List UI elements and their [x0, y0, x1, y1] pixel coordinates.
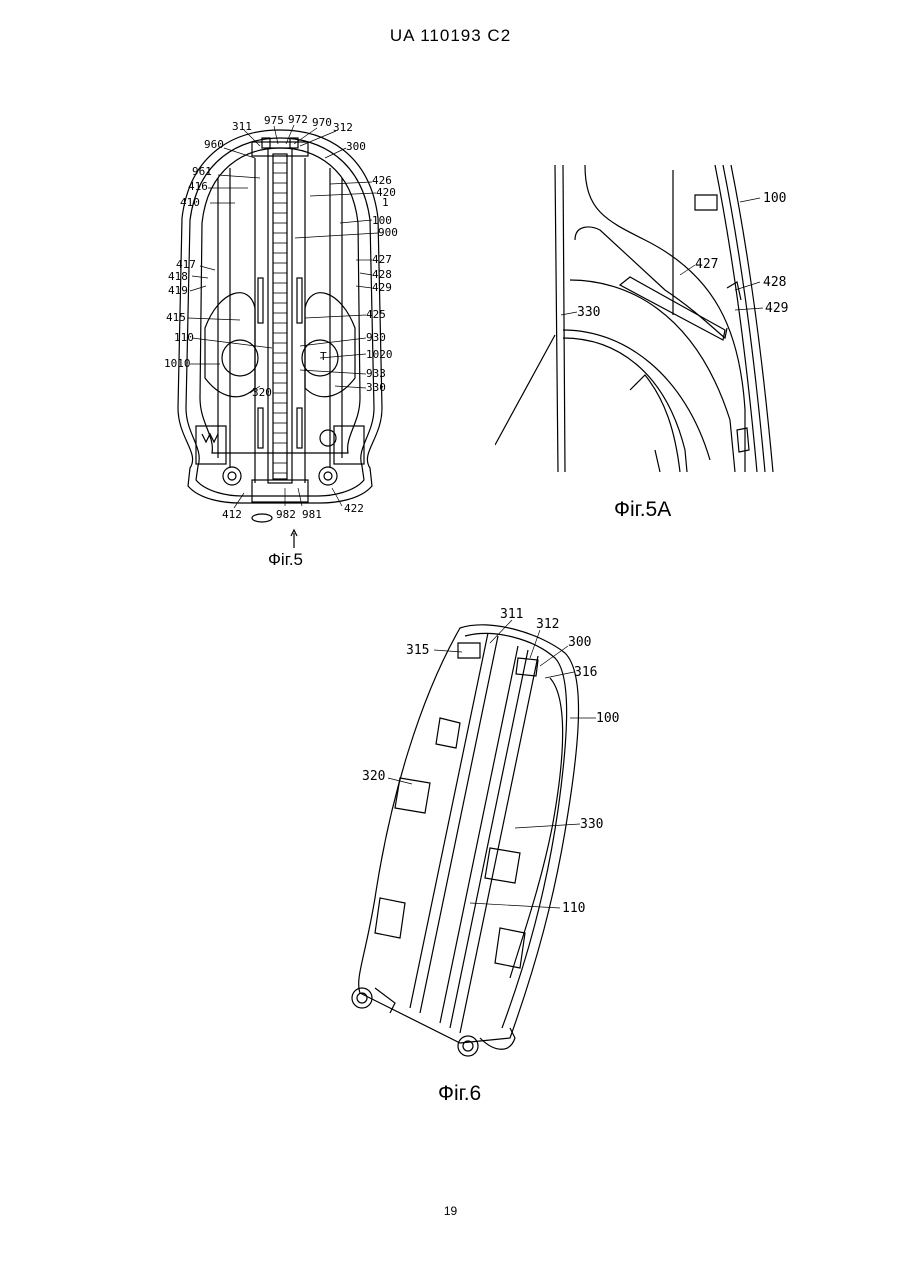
fig5-label-1020: 1020: [366, 348, 393, 361]
fig5-label-1: 1: [382, 196, 389, 209]
figure-5-caption: Фіг.5: [268, 550, 303, 570]
fig5-label-320: 320: [252, 386, 272, 399]
fig5-label-428: 428: [372, 268, 392, 281]
figure-5a-caption: Фіг.5А: [614, 498, 671, 522]
fig5-label-975: 975: [264, 114, 284, 127]
fig5-label-425: 425: [366, 308, 386, 321]
fig5a-label-427: 427: [695, 257, 718, 272]
fig5a-label-428: 428: [763, 275, 786, 290]
page-number: 19: [0, 1204, 901, 1218]
fig6-label-315: 315: [406, 643, 429, 658]
figure-6: 311 312 300 315 316 100 320 330 110: [340, 598, 640, 1068]
fig6-label-312: 312: [536, 617, 559, 632]
fig5-label-410: 410: [180, 196, 200, 209]
fig5a-label-330: 330: [577, 305, 600, 320]
fig5-label-970: 970: [312, 116, 332, 129]
fig6-label-110: 110: [562, 901, 585, 916]
fig5a-label-429: 429: [765, 301, 788, 316]
fig5a-label-100: 100: [763, 191, 786, 206]
fig5-label-415: 415: [166, 311, 186, 324]
fig5-label-110: 110: [174, 331, 194, 344]
fig5-label-311: 311: [232, 120, 252, 133]
fig5-label-930: 930: [366, 331, 386, 344]
figure-5a: 100 427 428 429 330: [495, 160, 795, 480]
fig6-label-311: 311: [500, 607, 523, 622]
fig5-label-981: 981: [302, 508, 322, 521]
fig5-label-419: 419: [168, 284, 188, 297]
fig5-label-312: 312: [333, 121, 353, 134]
fig6-label-320: 320: [362, 769, 385, 784]
fig5-label-972: 972: [288, 113, 308, 126]
fig5-label-427: 427: [372, 253, 392, 266]
fig5-label-900: 900: [378, 226, 398, 239]
fig5-label-429: 429: [372, 281, 392, 294]
fig5-label-961: 961: [192, 165, 212, 178]
fig5-label-982: 982: [276, 508, 296, 521]
fig6-label-300: 300: [568, 635, 591, 650]
fig6-label-330: 330: [580, 817, 603, 832]
fig5-label-T: T: [320, 350, 327, 363]
fig5-label-330: 330: [366, 381, 386, 394]
fig6-label-316: 316: [574, 665, 597, 680]
fig5-label-418: 418: [168, 270, 188, 283]
fig5-label-412: 412: [222, 508, 242, 521]
fig6-label-100: 100: [596, 711, 619, 726]
fig5-label-300: 300: [346, 140, 366, 153]
figure-5: 311 975 972 970 312 960 300 961 416 426 …: [160, 108, 400, 548]
figure-6-caption: Фіг.6: [438, 1082, 481, 1106]
document-header: UA 110193 C2: [0, 26, 901, 46]
fig5-label-416: 416: [188, 180, 208, 193]
figure-6-drawing: 311 312 300 315 316 100 320 330 110: [340, 598, 640, 1068]
figure-5a-drawing: 100 427 428 429 330: [495, 160, 795, 480]
fig5-label-1010: 1010: [164, 357, 191, 370]
fig5-label-422: 422: [344, 502, 364, 515]
fig5-label-960: 960: [204, 138, 224, 151]
fig5-label-933: 933: [366, 367, 386, 380]
figure-5-drawing: 311 975 972 970 312 960 300 961 416 426 …: [160, 108, 400, 548]
